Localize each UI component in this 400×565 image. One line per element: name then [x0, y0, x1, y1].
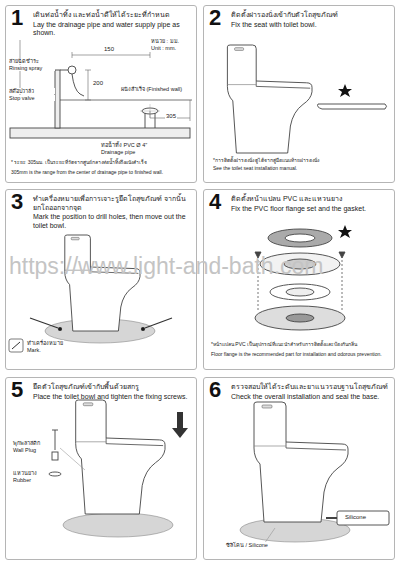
step-panel: 2 ติดตั้งฝารองนั่งเข้ากับตัวโถสุขภัณฑ์Fix…: [203, 5, 395, 183]
thai-instruction: ยึดตัวโถสุขภัณฑ์เข้ากับพื้นด้วยสกรู: [33, 383, 191, 392]
thai-instruction: เดินท่อน้ำทิ้ง และท่อน้ำดีให้ได้ระยะที่ก…: [33, 11, 191, 20]
part-label: Stop valve: [8, 95, 55, 101]
thai-instruction: ติดตั้งฝารองนั่งเข้ากับตัวโถสุขภัณฑ์: [231, 11, 389, 20]
pencil-marks: [30, 318, 172, 331]
part-label: แหวนยาง: [12, 470, 38, 476]
instruction-block: เดินท่อน้ำทิ้ง และท่อน้ำดีให้ได้ระยะที่ก…: [33, 6, 196, 38]
step-panel: 6 ตรวจสอบให้ได้ระดับและยาแนวรอบฐานโถสุขภั…: [203, 377, 395, 560]
watermark: https://www.light-and-bath.com: [8, 255, 324, 278]
legend-label: ทำเครื่องหมาย: [26, 340, 64, 346]
step-number: 4: [209, 190, 221, 214]
english-instruction: Lay the drainage pipe and water supply p…: [33, 21, 191, 38]
footnote: 305mm is the range from the center of dr…: [10, 170, 192, 176]
english-instruction: Place the toilet bowl and tighten the fi…: [33, 393, 191, 402]
part-label: ท่อน้ำทิ้ง PVC Ø 4": [100, 142, 148, 148]
down-arrow: [172, 412, 188, 438]
thai-instruction: ทำเครื่องหมายเพื่อการเจาะรูยึดโถสุขภัณฑ์…: [33, 195, 191, 212]
silicone-tube: [262, 511, 389, 547]
part-label: พุกพลาสติก: [12, 440, 41, 446]
unit-label: Unit : mm.: [150, 45, 177, 51]
dimension: 200: [92, 80, 104, 87]
english-instruction: Fix the PVC floor flange set and the gas…: [231, 205, 389, 214]
step-number: 1: [11, 6, 23, 30]
thai-instruction: ติดตั้งหน้าแปลน PVC และแหวนยาง: [231, 195, 389, 204]
part-label: Drainage pipe: [100, 149, 136, 155]
dimension: 305: [165, 113, 177, 120]
english-instruction: Mark the position to drill holes, then m…: [33, 213, 191, 230]
part-label: Rubber: [12, 477, 32, 483]
mark-icon: [9, 339, 23, 352]
thai-instruction: ตรวจสอบให้ได้ระดับและยาแนวรอบฐานโถสุขภัณ…: [231, 383, 389, 392]
part-label: ซิลิโคน / Silicone: [225, 542, 269, 548]
legend-label: Mark.: [26, 347, 42, 353]
footnote: See the toilet seat installation manual.: [212, 166, 392, 172]
instruction-block: ทำเครื่องหมายเพื่อการเจาะรูยึดโถสุขภัณฑ์…: [33, 190, 196, 230]
footnote: * ระยะ 305มม. เป็นระยะที่วัดจากศูนย์กลาง…: [10, 160, 192, 166]
instruction-block: ตรวจสอบให้ได้ระดับและยาแนวรอบฐานโถสุขภัณ…: [231, 378, 394, 401]
instruction-block: ยึดตัวโถสุขภัณฑ์เข้ากับพื้นด้วยสกรูPlace…: [33, 378, 196, 401]
step-number: 3: [11, 190, 23, 214]
instruction-block: ติดตั้งฝารองนั่งเข้ากับตัวโถสุขภัณฑ์Fix …: [231, 6, 394, 29]
step-panel: 5 ยึดตัวโถสุขภัณฑ์เข้ากับพื้นด้วยสกรูPlac…: [5, 377, 197, 560]
unit-label: หน่วย : มม.: [150, 38, 180, 44]
english-instruction: Fix the seat with toilet bowl.: [231, 21, 389, 30]
part-label: สายฉีดชำระ: [8, 58, 55, 64]
footnote: *หน้าแปลน PVC เป็นอุปกรณ์ที่แนะนำสำหรับก…: [210, 342, 392, 348]
toilet-seat: [318, 84, 387, 109]
part-label: Wall Plug: [12, 447, 37, 453]
english-instruction: Check the overall installation and seal …: [231, 393, 389, 402]
product-label: Silicone: [344, 514, 367, 521]
footnote: Floor flange is the recommended part for…: [210, 352, 392, 358]
part-label: ผนังสำเร็จ (Finished wall): [120, 86, 194, 92]
instruction-block: ติดตั้งหน้าแปลน PVC และแหวนยางFix the PV…: [231, 190, 394, 213]
step-number: 2: [209, 6, 221, 30]
part-label: สต๊อปวาล์ว: [8, 88, 55, 94]
footnote: *การติดตั้งฝารองนั่ง ดูได้จากคู่มือแนบท้…: [212, 158, 392, 164]
part-label: Rinsing spray: [8, 65, 55, 71]
screws: [49, 430, 85, 476]
step-number: 6: [209, 378, 221, 402]
dimension: 150: [103, 46, 115, 53]
step-number: 5: [11, 378, 23, 402]
